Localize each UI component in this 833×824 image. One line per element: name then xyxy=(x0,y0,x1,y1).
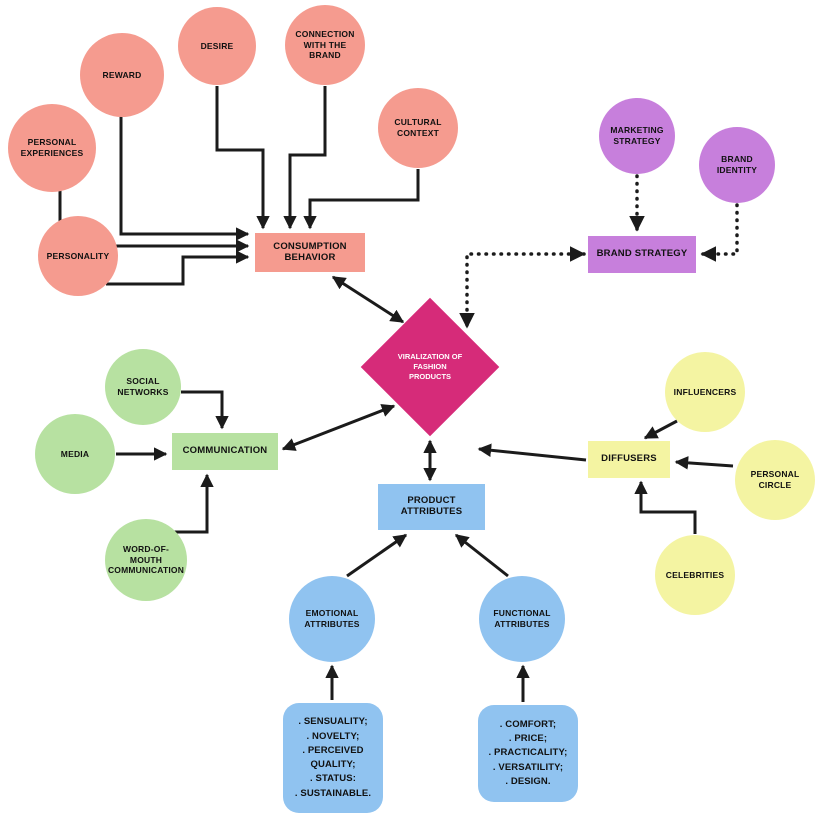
arrow-emotional-to-product-attributes xyxy=(346,533,408,578)
arrow-celebrities-to-diffusers xyxy=(634,480,697,534)
arrow-cultural-context-to-consumption xyxy=(303,169,420,230)
arrow-brand-identity-to-brand-strategy xyxy=(700,203,739,262)
node-consumption-behavior: CONSUMPTION BEHAVIOR xyxy=(255,233,365,272)
node-cultural-context: CULTURAL CONTEXT xyxy=(378,88,458,168)
node-viralization-diamond: VIRALIZATION OF FASHION PRODUCTS xyxy=(360,297,500,437)
arrow-influencers-to-diffusers xyxy=(643,419,678,440)
node-communication: COMMUNICATION xyxy=(172,433,278,470)
arrow-consumption-viralization xyxy=(331,275,405,324)
node-emotional-attributes-list: . SENSUALITY; . NOVELTY; . PERCEIVED QUA… xyxy=(283,703,383,813)
arrow-brand-strategy-viralization xyxy=(459,246,586,329)
node-diffusers: DIFFUSERS xyxy=(588,441,670,478)
arrow-reward-to-consumption xyxy=(119,116,250,241)
arrow-desire-to-consumption xyxy=(215,86,270,230)
node-connection-with-the-brand: CONNECTION WITH THE BRAND xyxy=(285,5,365,85)
node-social-networks: SOCIAL NETWORKS xyxy=(105,349,181,425)
node-reward: REWARD xyxy=(80,33,164,117)
arrow-functional-to-product-attributes xyxy=(454,533,509,578)
arrow-communication-viralization xyxy=(281,404,396,451)
arrow-word-of-mouth-to-communication xyxy=(170,473,214,534)
node-media: MEDIA xyxy=(35,414,115,494)
node-marketing-strategy: MARKETING STRATEGY xyxy=(599,98,675,174)
node-word-of-mouth: WORD-OF-MOUTH COMMUNICATION xyxy=(105,519,187,601)
node-personal-circle: PERSONAL CIRCLE xyxy=(735,440,815,520)
node-celebrities: CELEBRITIES xyxy=(655,535,735,615)
viralization-label: VIRALIZATION OF FASHION PRODUCTS xyxy=(397,352,463,381)
node-personal-experiences: PERSONAL EXPERIENCES xyxy=(8,104,96,192)
arrow-social-networks-to-communication xyxy=(181,390,229,430)
arrow-personality-to-consumption xyxy=(106,250,250,286)
node-brand-identity: BRAND IDENTITY xyxy=(699,127,775,203)
arrow-personal-circle-to-diffusers xyxy=(674,456,734,470)
arrow-connection-to-consumption xyxy=(283,86,327,230)
node-functional-attributes: FUNCTIONAL ATTRIBUTES xyxy=(479,576,565,662)
node-functional-attributes-list: . COMFORT; . PRICE; . PRACTICALITY; . VE… xyxy=(478,705,578,802)
node-brand-strategy: BRAND STRATEGY xyxy=(588,236,696,273)
node-emotional-attributes: EMOTIONAL ATTRIBUTES xyxy=(289,576,375,662)
arrow-diffusers-to-viralization xyxy=(477,443,587,462)
node-product-attributes: PRODUCT ATTRIBUTES xyxy=(378,484,485,530)
node-personality: PERSONALITY xyxy=(38,216,118,296)
node-desire: DESIRE xyxy=(178,7,256,85)
node-influencers: INFLUENCERS xyxy=(665,352,745,432)
